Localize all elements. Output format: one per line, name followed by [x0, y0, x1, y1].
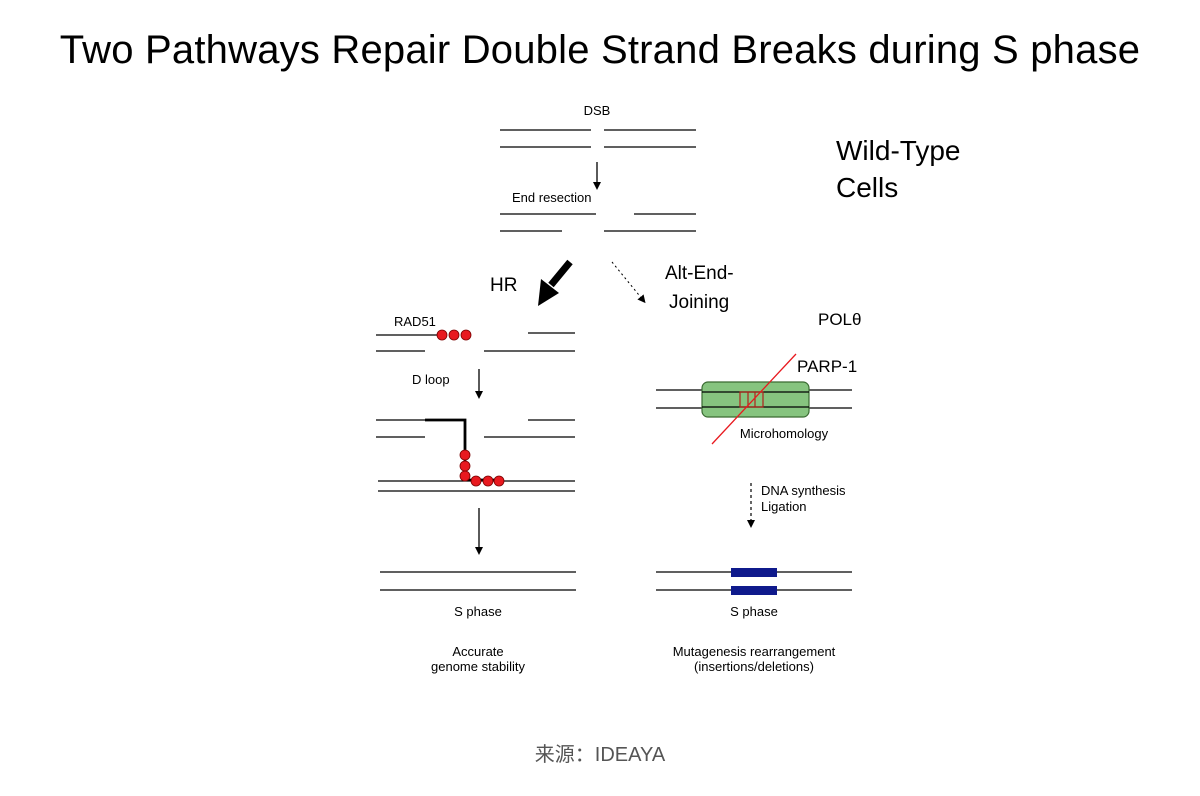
d-loop-label: D loop: [412, 372, 450, 387]
dsb-label: DSB: [584, 103, 611, 118]
resected-strands: [500, 213, 696, 232]
wild-type-label-line2: Cells: [836, 172, 898, 203]
wild-type-label-line1: Wild-Type: [836, 135, 960, 166]
microhomology-label: Microhomology: [740, 426, 829, 441]
mutagenesis-label-line2: (insertions/deletions): [694, 659, 814, 674]
dna-synthesis-label: DNA synthesis: [761, 483, 846, 498]
s-phase-right-label: S phase: [730, 604, 778, 619]
source-credit: 来源：IDEAYA: [534, 744, 666, 766]
s-phase-left-label: S phase: [454, 604, 502, 619]
parp1-line: [711, 353, 797, 445]
hr-arrow: [538, 259, 573, 306]
page-title: Two Pathways Repair Double Strand Breaks…: [59, 28, 1141, 72]
end-resection-label: End resection: [512, 190, 592, 205]
d-loop-rad51: [459, 449, 505, 487]
rad51-strands: [376, 332, 575, 352]
dsb-strands: [500, 129, 696, 148]
accurate-label-line2: genome stability: [431, 659, 525, 674]
alt-ej-label-line2: Joining: [669, 292, 729, 313]
pol-theta-label: POLθ: [818, 310, 861, 329]
mutagenesis-label-line1: Mutagenesis rearrangement: [673, 644, 836, 659]
parp1-label: PARP-1: [797, 357, 857, 376]
accurate-label-line1: Accurate: [452, 644, 503, 659]
hr-repaired-strands: [380, 571, 576, 591]
d-loop-strands: [376, 419, 575, 492]
rad51-label: RAD51: [394, 314, 436, 329]
rad51-filament: [436, 329, 472, 341]
insertion-blocks: [731, 568, 777, 595]
hr-label: HR: [490, 275, 517, 296]
ligation-label: Ligation: [761, 499, 807, 514]
invading-strand: [425, 418, 500, 482]
alt-ej-label-line1: Alt-End-: [665, 263, 734, 284]
alt-ej-arrow: [611, 261, 646, 304]
